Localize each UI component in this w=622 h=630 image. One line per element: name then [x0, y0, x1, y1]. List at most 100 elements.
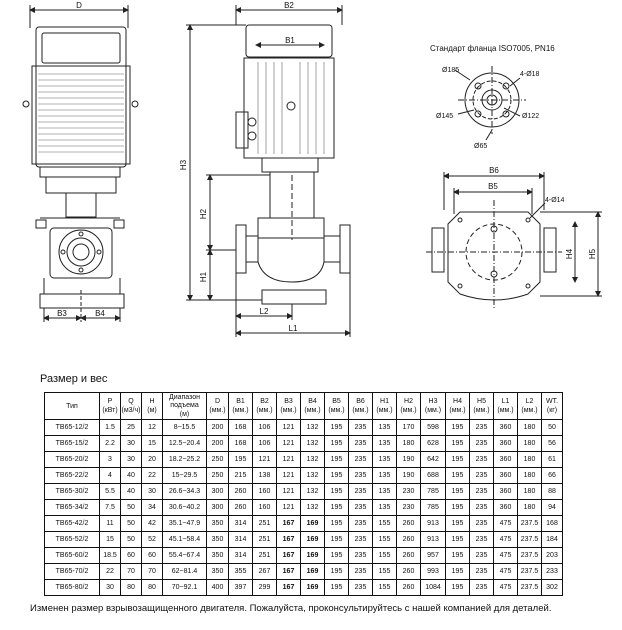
header-unit: (мм.) — [376, 407, 393, 414]
table-cell: 260 — [396, 579, 421, 596]
base-holes-label: 4-Ø14 — [545, 197, 565, 204]
header-unit: (мм.) — [400, 407, 417, 414]
table-cell: 169 — [300, 531, 325, 548]
table-cell: 135 — [372, 435, 397, 452]
table-cell: 155 — [372, 547, 397, 564]
table-cell: 35.1~47.9 — [162, 515, 207, 532]
table-cell: 18.5 — [99, 547, 121, 564]
table-header-cell: WT.(кг) — [541, 392, 563, 420]
dim-H5-label: H5 — [588, 248, 597, 259]
table-cell: 190 — [396, 451, 421, 468]
table-cell: 235 — [348, 547, 373, 564]
table-cell: 88 — [541, 483, 563, 500]
table-cell: 237.5 — [517, 563, 542, 580]
table-cell: 350 — [206, 515, 229, 532]
table-cell: 235 — [348, 451, 373, 468]
table-cell: 30 — [120, 451, 142, 468]
table-cell: 106 — [252, 435, 277, 452]
table-cell: 195 — [445, 435, 470, 452]
header-name: L1 — [501, 398, 510, 405]
table-cell: 135 — [372, 467, 397, 484]
table-cell: 121 — [252, 451, 277, 468]
table-cell: 11 — [99, 515, 121, 532]
table-cell: 235 — [469, 499, 494, 516]
table-cell: 195 — [445, 579, 470, 596]
table-cell: 80 — [120, 579, 142, 596]
header-unit: (кВт) — [102, 407, 118, 414]
table-cell: 180 — [517, 467, 542, 484]
table-cell: 18.2~25.2 — [162, 451, 207, 468]
table-cell: 195 — [445, 563, 470, 580]
table-header-cell: H3(мм.) — [420, 392, 446, 420]
table-header-cell: P(кВт) — [99, 392, 121, 420]
table-cell: 360 — [493, 451, 518, 468]
table-cell: 132 — [300, 451, 325, 468]
table-cell: 260 — [396, 515, 421, 532]
table-header-cell: H(м) — [141, 392, 163, 420]
dim-H2-label: H2 — [199, 208, 208, 219]
table-cell: 52 — [141, 531, 163, 548]
table-cell: 40 — [120, 483, 142, 500]
table-cell: 314 — [228, 515, 253, 532]
table-cell: 267 — [252, 563, 277, 580]
table-header-cell: L1(мм.) — [493, 392, 518, 420]
table-cell: 40 — [120, 467, 142, 484]
table-cell: 180 — [517, 419, 542, 436]
table-cell: 2.2 — [99, 435, 121, 452]
table-cell: 195 — [324, 531, 349, 548]
table-cell: TB65-80/2 — [44, 579, 100, 596]
table-cell: 22 — [99, 563, 121, 580]
dim-L2-label: L2 — [260, 307, 269, 316]
table-cell: 135 — [372, 419, 397, 436]
dim-B1-label: B1 — [285, 36, 295, 45]
table-cell: 195 — [445, 547, 470, 564]
header-unit: (мм.) — [256, 407, 273, 414]
table-header-cell: B2(мм.) — [252, 392, 277, 420]
table-cell: 30 — [120, 435, 142, 452]
table-cell: 195 — [324, 435, 349, 452]
front-view: D B3 B4 — [22, 1, 139, 322]
table-cell: 195 — [445, 467, 470, 484]
table-cell: 235 — [469, 435, 494, 452]
table-cell: 235 — [469, 483, 494, 500]
table-cell: 260 — [396, 531, 421, 548]
table-cell: 235 — [469, 419, 494, 436]
table-cell: 203 — [541, 547, 563, 564]
table-cell: 215 — [228, 467, 253, 484]
table-cell: TB65-42/2 — [44, 515, 100, 532]
table-cell: 167 — [276, 563, 301, 580]
table-cell: 314 — [228, 547, 253, 564]
table-cell: 302 — [541, 579, 563, 596]
table-header-cell: Диапазон подъема(м) — [162, 392, 207, 420]
dim-B4-label: B4 — [95, 309, 105, 318]
table-cell: 195 — [324, 467, 349, 484]
table-cell: 350 — [206, 531, 229, 548]
table-cell: 26.6~34.3 — [162, 483, 207, 500]
table-cell: 70 — [141, 563, 163, 580]
table-cell: 598 — [420, 419, 446, 436]
table-cell: 957 — [420, 547, 446, 564]
table-header-cell: H5(мм.) — [469, 392, 494, 420]
table-cell: 355 — [228, 563, 253, 580]
header-name: Тип — [66, 402, 78, 410]
table-cell: 132 — [300, 467, 325, 484]
table-cell: 180 — [517, 499, 542, 516]
header-name: Q — [128, 398, 134, 405]
table-cell: 121 — [276, 467, 301, 484]
footnote: Изменен размер взрывозащищенного двигате… — [30, 603, 552, 614]
table-cell: 169 — [300, 547, 325, 564]
table-cell: 200 — [206, 435, 229, 452]
table-cell: 168 — [228, 435, 253, 452]
table-cell: 168 — [541, 515, 563, 532]
table-cell: 251 — [252, 531, 277, 548]
table-cell: 195 — [445, 531, 470, 548]
base-top-view: B6 B5 4-Ø14 H4 H5 — [426, 166, 602, 310]
table-cell: 195 — [445, 515, 470, 532]
header-unit: (м) — [147, 407, 157, 414]
